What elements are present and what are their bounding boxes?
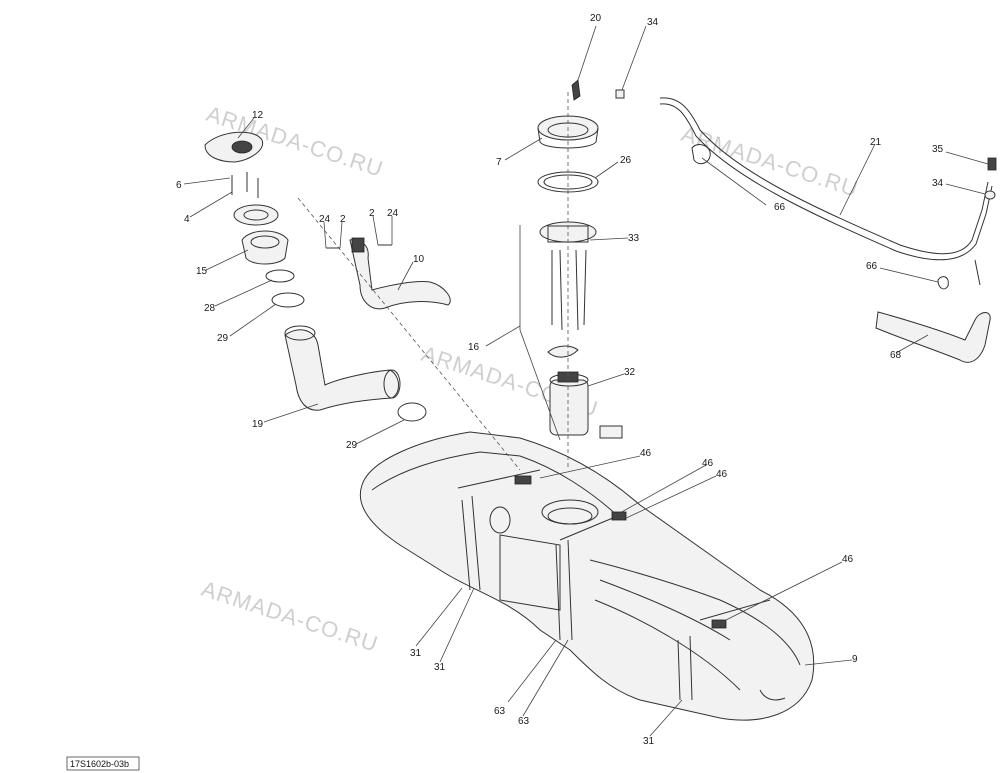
callout-31-bottom: 31 [643,736,655,747]
filler-axis [297,197,521,471]
callout-21: 21 [870,137,882,148]
callout-19: 19 [252,419,264,430]
fuel-pump-module [539,221,623,439]
callout-12: 12 [252,110,264,121]
callout-46-mid-a: 46 [702,458,714,469]
callout-68: 68 [890,350,902,361]
fuel-line-assembly [571,79,997,363]
callout-66-top: 66 [774,202,786,213]
callout-33: 33 [628,233,640,244]
callout-4: 4 [184,214,190,225]
callout-31-left-b: 31 [434,662,446,673]
leader-lines [183,25,989,737]
callout-29-upper: 29 [217,333,229,344]
callout-2-right: 2 [369,208,375,219]
callout-15: 15 [196,266,208,277]
callout-2-left: 2 [340,214,346,225]
callout-46-mid-b: 46 [716,469,728,480]
vent-hose [326,237,451,310]
fuel-tank [359,431,815,721]
callout-20: 20 [590,13,602,24]
callout-9: 9 [852,654,858,665]
pump-bracket-line [519,225,561,441]
reference-code-box: 17S1602b-03b [66,756,140,771]
callout-31-left-a: 31 [410,648,422,659]
callout-32: 32 [624,367,636,378]
callout-numbers: 20 34 12 7 26 21 35 34 66 6 4 24 2 2 24 … [176,13,944,747]
callout-46-right: 46 [842,554,854,565]
callout-63-a: 63 [494,706,506,717]
reference-code: 17S1602b-03b [70,759,129,769]
callout-6: 6 [176,180,182,191]
watermark-4: ARMADA-CO.RU [198,576,381,657]
callout-34: 34 [647,17,659,28]
callout-10: 10 [413,254,425,265]
callout-29-lower: 29 [346,440,358,451]
callout-35: 35 [932,144,944,155]
callout-24-right: 24 [387,208,399,219]
callout-16: 16 [468,342,480,353]
callout-26: 26 [620,155,632,166]
callout-63-b: 63 [518,716,530,727]
callout-7: 7 [496,157,502,168]
callout-24-left: 24 [319,214,331,225]
callout-28: 28 [204,303,216,314]
filler-hose [284,325,427,422]
callout-46-top: 46 [640,448,652,459]
callout-66-right: 66 [866,261,878,272]
filler-cap-assembly [204,131,305,308]
callout-34-right: 34 [932,178,944,189]
